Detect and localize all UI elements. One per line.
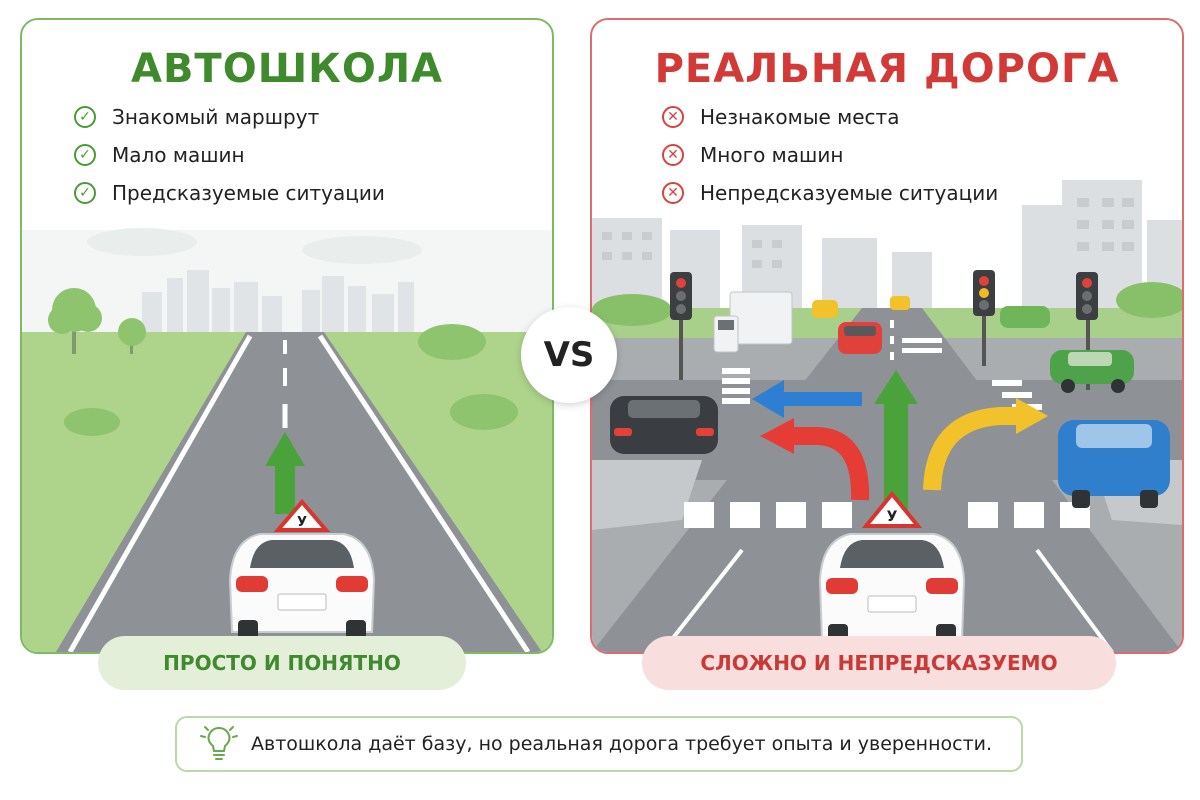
left-arrow-blue: [752, 380, 862, 418]
yellow-taxi: [890, 296, 910, 310]
list-item: ✕Много машин: [662, 136, 998, 174]
traffic-light: [1076, 272, 1098, 390]
check-icon: ✓: [74, 106, 96, 128]
road: [56, 332, 542, 652]
bush: [418, 324, 486, 360]
difficulty-list: ✕Незнакомые места ✕Много машин ✕Непредск…: [662, 98, 998, 212]
left-turn-arrow-red: [792, 427, 870, 501]
real-road-panel: У РЕАЛЬНАЯ ДОРОГА ✕Незнакомые места ✕Мно…: [590, 18, 1184, 654]
green-car: [1000, 306, 1050, 328]
green-car: [1050, 350, 1134, 393]
list-item: ✓Мало машин: [74, 136, 385, 174]
road-edge-line: [67, 334, 253, 652]
crosswalk: [684, 338, 1090, 528]
learner-sign-letter: У: [297, 515, 307, 530]
sidewalk: [592, 460, 702, 530]
tip-text: Автошкола даёт базу, но реальная дорога …: [251, 733, 993, 755]
driving-school-panel: У АВТОШКОЛА ✓Знакомый маршрут ✓Мало маши…: [20, 18, 554, 654]
right-turn-arrow-yellow-head: [1016, 398, 1048, 434]
bush: [592, 294, 672, 326]
straight-arrow: [265, 432, 305, 514]
country-road-scene: У: [22, 228, 552, 652]
advantage-list: ✓Знакомый маршрут ✓Мало машин ✓Предсказу…: [74, 98, 385, 212]
yellow-taxi: [812, 300, 838, 318]
traffic-light: [973, 270, 995, 366]
list-item: ✓Предсказуемые ситуации: [74, 174, 385, 212]
bush: [1116, 282, 1182, 318]
vs-badge: VS: [521, 307, 617, 403]
traffic-light: [670, 272, 692, 380]
tree: [48, 288, 102, 354]
bush: [64, 408, 120, 436]
panel-title: АВТОШКОЛА: [130, 46, 444, 92]
cross-icon: ✕: [662, 144, 684, 166]
road-edge-line: [317, 334, 531, 652]
black-car: [610, 396, 718, 454]
straight-arrow-green: [874, 370, 918, 512]
right-turn-arrow-yellow: [923, 407, 1018, 491]
tip-banner: Автошкола даёт базу, но реальная дорога …: [175, 716, 1023, 772]
building-windows: [602, 198, 1134, 268]
panel-title: РЕАЛЬНАЯ ДОРОГА: [654, 46, 1120, 92]
cloud: [302, 236, 422, 264]
blue-car: [1058, 420, 1170, 508]
learner-car: У: [818, 490, 966, 648]
list-item: ✕Непредсказуемые ситуации: [662, 174, 998, 212]
cross-icon: ✕: [662, 182, 684, 204]
learner-sign-letter: У: [887, 509, 898, 525]
check-icon: ✓: [74, 182, 96, 204]
tree: [118, 318, 146, 354]
left-turn-arrow-red-head: [760, 418, 794, 454]
white-truck: [713, 291, 793, 353]
lane-lines: [660, 320, 1114, 652]
cross-icon: ✕: [662, 106, 684, 128]
check-icon: ✓: [74, 144, 96, 166]
city-skyline: [142, 270, 414, 332]
list-item: ✕Незнакомые места: [662, 98, 998, 136]
list-item: ✓Знакомый маршрут: [74, 98, 385, 136]
city-intersection-scene: У: [592, 180, 1182, 652]
bush: [450, 394, 518, 430]
simple-badge: ПРОСТО И ПОНЯТНО: [98, 636, 466, 690]
complex-badge: СЛОЖНО И НЕПРЕДСКАЗУЕМО: [642, 636, 1116, 690]
red-car: [838, 322, 882, 354]
cloud: [87, 228, 197, 256]
learner-car: У: [228, 498, 376, 644]
lightbulb-icon: [200, 726, 238, 760]
